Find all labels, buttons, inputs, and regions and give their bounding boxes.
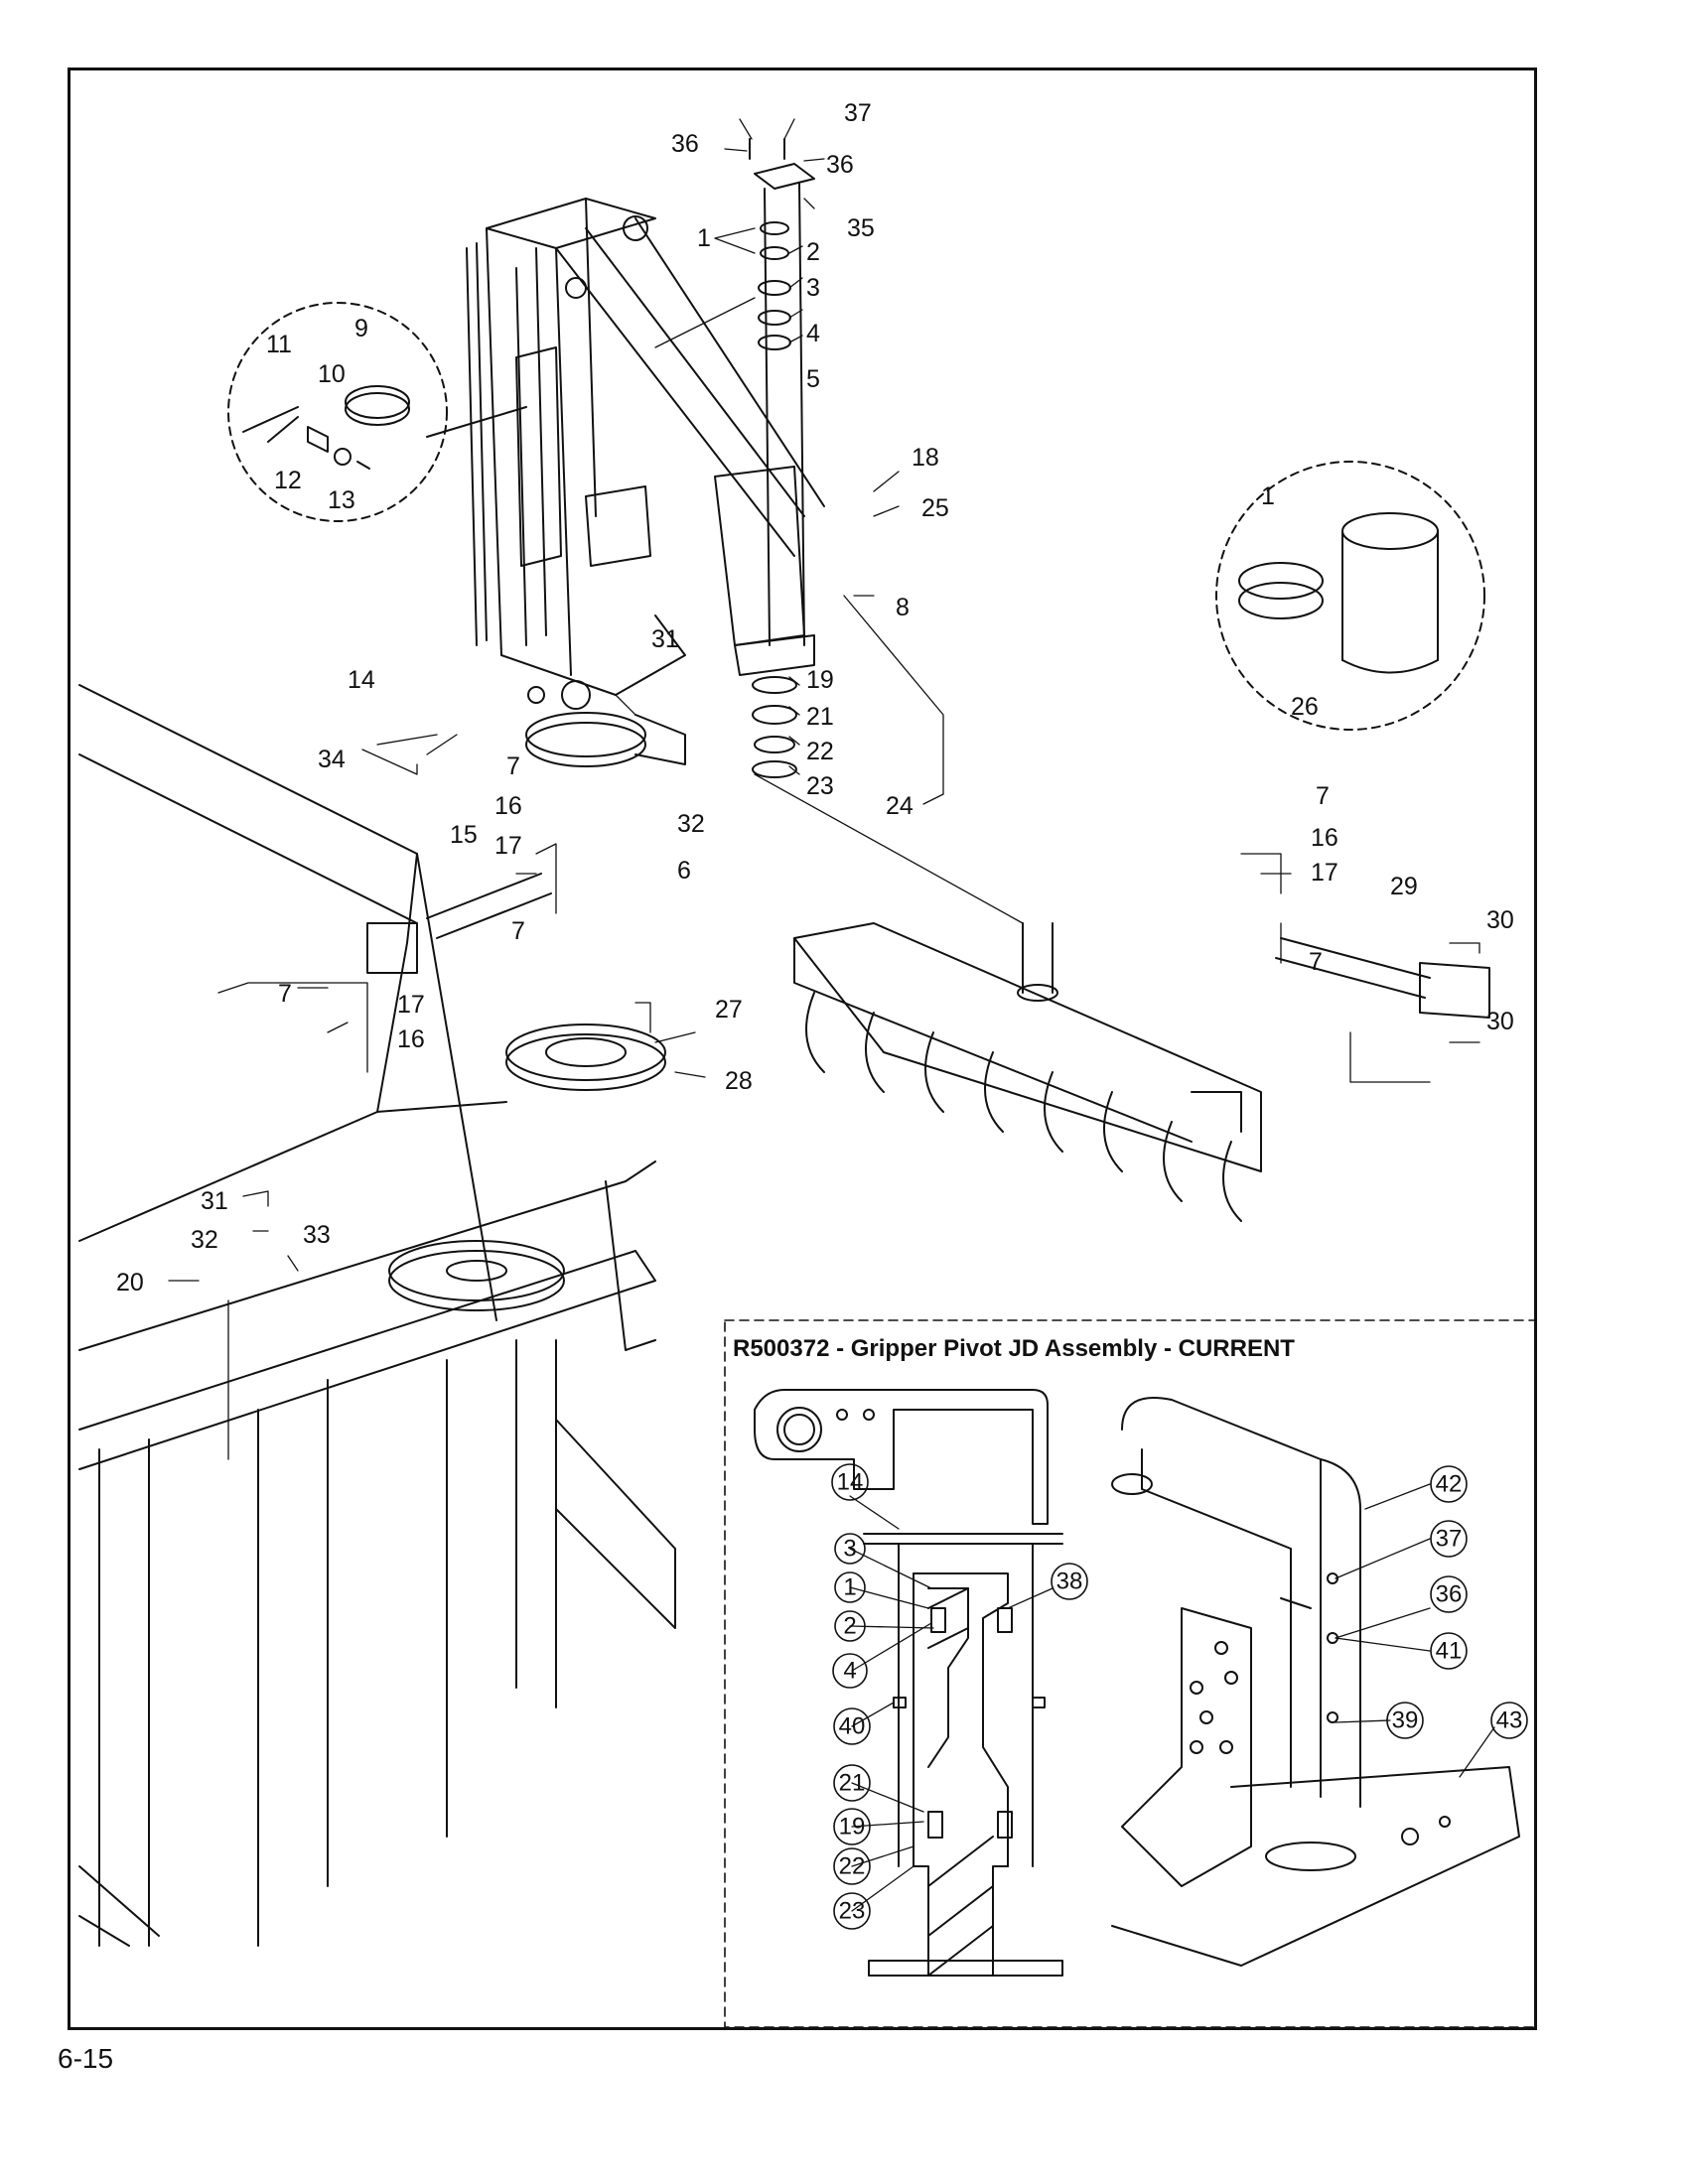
callout: 11: [266, 331, 292, 358]
inset-leaders: [849, 1483, 1495, 1912]
callout: 30: [1486, 906, 1514, 934]
inset-callout: 41: [1436, 1638, 1463, 1665]
inset-callout: 2: [843, 1613, 856, 1640]
inset-callout-circles: [831, 1463, 1528, 1930]
callout: 6: [677, 857, 691, 885]
callout: 13: [328, 486, 355, 514]
turntable: [388, 1240, 565, 1311]
callout: 32: [677, 810, 705, 838]
callout: 19: [806, 666, 834, 694]
callout: 37: [844, 99, 872, 127]
callout: 3: [806, 274, 820, 302]
machine-frame: [78, 684, 676, 1947]
callout: 21: [806, 703, 834, 731]
callout: 1: [697, 224, 711, 252]
pivot-pin-stack: [749, 138, 815, 646]
callout: 22: [806, 738, 834, 765]
callout: 36: [826, 151, 854, 179]
callout: 35: [847, 214, 875, 242]
callout: 29: [1390, 873, 1418, 900]
main-callout-numbers: 37 36 36 35 1 2 3 4 5 9 11 10 12 13 18 2…: [116, 99, 1514, 1297]
callout: 17: [494, 832, 522, 860]
bolt-ring: [505, 1024, 666, 1091]
boom-assembly: [466, 198, 825, 767]
inset-callout: 14: [837, 1469, 864, 1496]
callout: 24: [886, 792, 914, 820]
inset-callout: 39: [1392, 1707, 1419, 1734]
detail-circle-cable-clamp: [227, 302, 527, 522]
callout: 23: [806, 772, 834, 800]
inset-callout: 37: [1436, 1526, 1463, 1553]
callout: 31: [651, 625, 679, 653]
inset-callout: 36: [1436, 1581, 1463, 1608]
callout: 27: [715, 996, 743, 1024]
tube-29: [1275, 937, 1490, 1019]
callout: 31: [201, 1187, 228, 1215]
inset-callout: 40: [839, 1713, 866, 1740]
gripper-head: [793, 922, 1262, 1222]
callout: 7: [506, 752, 520, 780]
callout: 34: [318, 746, 346, 773]
callout: 7: [511, 917, 525, 945]
callout: 32: [191, 1226, 218, 1254]
detail-circle-bushing: [1215, 461, 1485, 731]
inset-callout: 22: [839, 1853, 866, 1880]
callout: 25: [921, 494, 949, 522]
inset-callout: 42: [1436, 1471, 1463, 1498]
callout: 7: [1309, 948, 1323, 976]
callout: 28: [725, 1067, 753, 1095]
inset-frame: [724, 1319, 1536, 2028]
inset-isometric-view: [1111, 1397, 1520, 1967]
callout: 33: [303, 1221, 331, 1249]
inset-section-view: [754, 1389, 1063, 1977]
callout: 8: [896, 594, 910, 621]
inset-callout: 4: [843, 1658, 856, 1685]
callout: 16: [397, 1025, 425, 1053]
leader-lines: [168, 118, 1480, 1460]
inset-title: R500372 - Gripper Pivot JD Assembly - CU…: [733, 1335, 1295, 1362]
callout: 16: [1311, 824, 1338, 852]
inset-callout: 43: [1496, 1707, 1523, 1734]
callout: 7: [278, 980, 292, 1008]
callout: 18: [912, 444, 939, 472]
callout: 2: [806, 238, 820, 266]
callout: 30: [1486, 1008, 1514, 1035]
callout: 1: [1261, 482, 1275, 510]
callout: 36: [671, 130, 699, 158]
callout: 15: [450, 821, 478, 849]
callout: 16: [494, 792, 522, 820]
inset-callout: 38: [1056, 1569, 1083, 1595]
callout: 20: [116, 1269, 144, 1297]
callout: 5: [806, 365, 820, 393]
page-number: 6-15: [58, 2043, 114, 2074]
inset-callout: 1: [843, 1574, 856, 1601]
callout: 17: [397, 991, 425, 1019]
inset-callout: 3: [843, 1536, 856, 1563]
callout: 7: [1316, 782, 1330, 810]
callout: 14: [348, 666, 375, 694]
tube-15: [366, 873, 552, 974]
inset-callout: 21: [839, 1770, 866, 1797]
callout: 4: [806, 320, 820, 347]
inset-callout: 23: [839, 1898, 866, 1925]
callout: 10: [318, 360, 346, 388]
callout: 26: [1291, 693, 1319, 721]
inset-callout: 19: [839, 1814, 866, 1841]
callout: 12: [274, 467, 302, 494]
bearing-stack-lower: [752, 676, 797, 778]
inset-callout-numbers: 14 3 1 2 4 40 21 19 22 23 38 42 37 36 41…: [837, 1469, 1523, 1925]
callout: 17: [1311, 859, 1338, 887]
callout: 9: [354, 315, 368, 342]
